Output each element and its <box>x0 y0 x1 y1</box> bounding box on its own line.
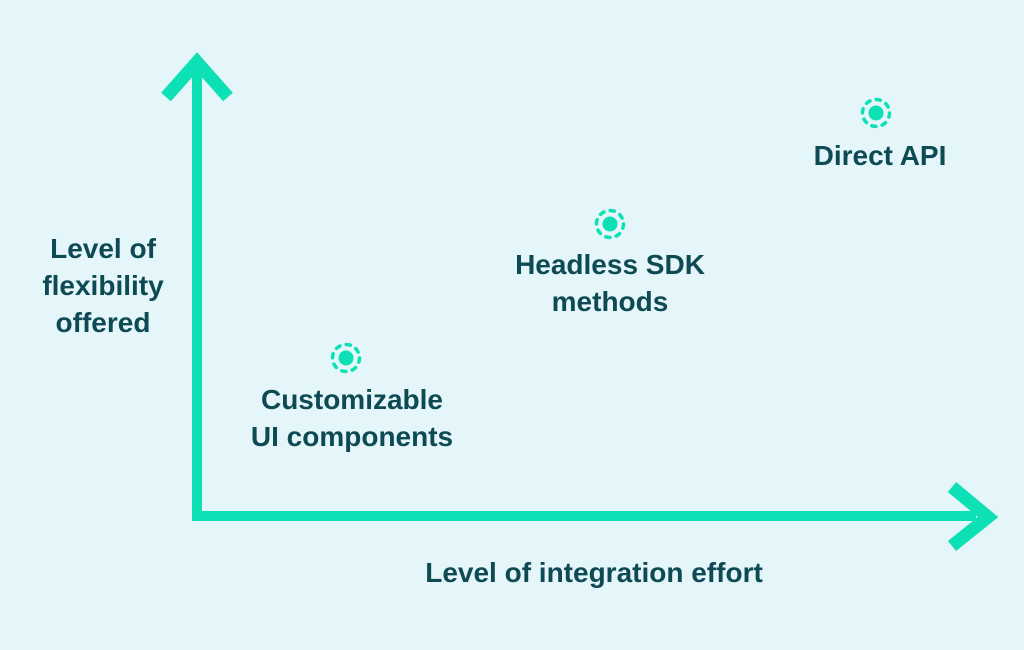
point-label-headless-sdk-methods: Headless SDK methods <box>515 246 705 320</box>
y-axis-label: Level of flexibility offered <box>42 230 163 341</box>
y-axis-label-line: offered <box>55 307 151 338</box>
x-axis-label: Level of integration effort <box>425 557 763 588</box>
y-axis-label-line: flexibility <box>42 270 164 301</box>
x-axis-arrow-icon <box>947 482 999 552</box>
point-label-direct-api: Direct API <box>813 140 947 171</box>
y-axis-arrow-icon <box>161 52 233 102</box>
scatter-point-marker <box>594 208 626 240</box>
scatter-point-marker <box>860 97 892 129</box>
point-label-line: Customizable <box>260 384 444 415</box>
y-axis-label-line: Level of <box>50 233 156 264</box>
scatter-point-marker <box>330 342 362 374</box>
point-label-line: UI components <box>250 421 454 452</box>
point-label-line: methods <box>551 286 669 317</box>
point-label-line: Headless SDK <box>515 249 705 280</box>
point-label-customizable-ui-components: Customizable UI components <box>251 381 453 455</box>
